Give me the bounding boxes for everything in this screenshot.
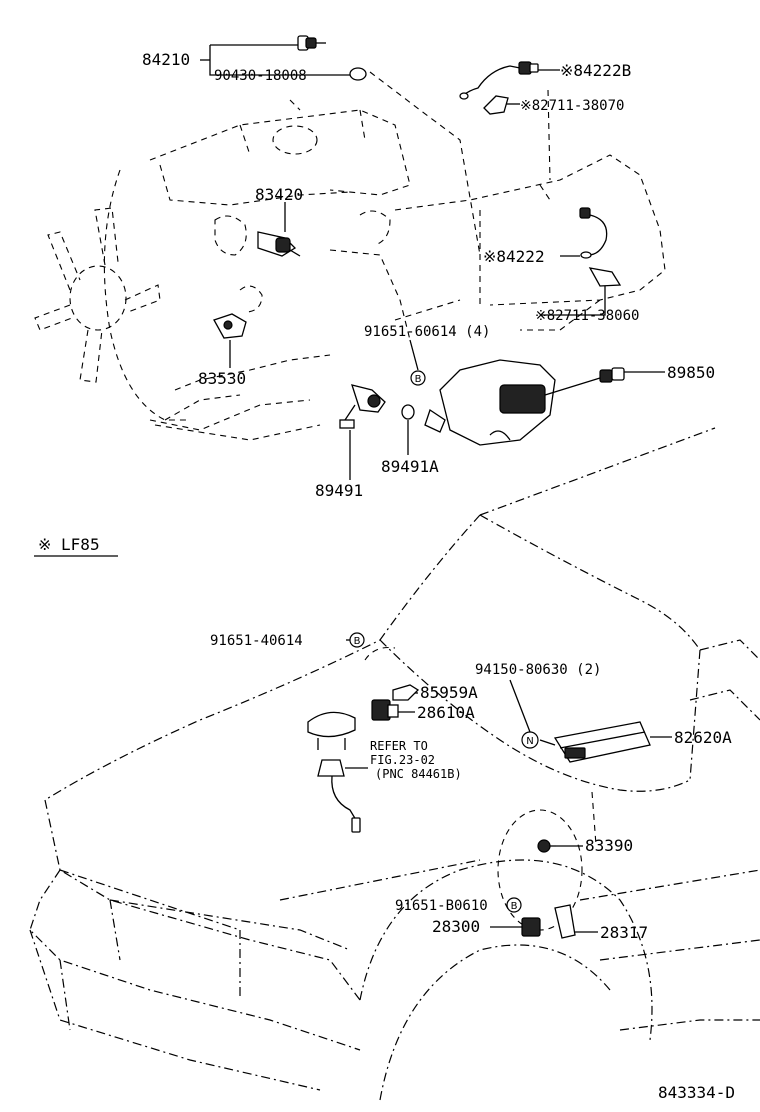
label-91651-60614: 91651-60614 (4) [364, 324, 490, 340]
clamp-82711-38070-icon [483, 95, 509, 115]
label-83420: 83420 [255, 185, 303, 204]
label-89850: 89850 [667, 363, 715, 382]
part-84222B-icon [459, 61, 539, 100]
label-28300: 28300 [432, 917, 480, 936]
bracket-28317-icon [554, 904, 576, 939]
vehicle-body-drawing [29, 427, 760, 1101]
horn-drawing [307, 711, 361, 833]
part-83390-icon [537, 839, 556, 853]
label-91651-40614: 91651-40614 [210, 633, 303, 649]
bolt-badge-91651-B0610: B [506, 897, 522, 913]
label-83530: 83530 [198, 369, 246, 388]
label-83390: 83390 [585, 836, 633, 855]
clamp-82711-38060-icon [588, 267, 622, 287]
oring-89491A-icon [401, 404, 415, 420]
label-90430-18008: 90430-18008 [214, 68, 307, 84]
label-84222B: ※84222B [560, 61, 631, 80]
label-82620A: 82620A [674, 728, 732, 747]
note-lf85: ※ LF85 [38, 535, 100, 554]
engine-assembly-drawing [34, 35, 666, 446]
label-refer-to: REFER TO [370, 739, 428, 753]
fan-icon [34, 207, 161, 383]
label-89491: 89491 [315, 481, 363, 500]
part-84210-icon [297, 35, 326, 51]
nut-badge-94150: N [521, 731, 539, 749]
label-85959A: 85959A [420, 683, 478, 702]
part-83420-icon [257, 231, 301, 257]
diagram-id: 843334-D [658, 1083, 735, 1102]
svg-text:B: B [354, 636, 361, 647]
label-refer-fig: FIG.23-02 [370, 753, 435, 767]
label-89491A: 89491A [381, 457, 439, 476]
label-28610A: 28610A [417, 703, 475, 722]
lower-leader-lines [345, 639, 672, 933]
part-89491-icon [339, 384, 386, 429]
ecu-82620A-drawing [553, 721, 651, 763]
svg-text:N: N [526, 736, 533, 747]
injection-pump-drawing [424, 359, 625, 446]
part-83530-icon [213, 313, 247, 339]
label-28317: 28317 [600, 923, 648, 942]
svg-text:B: B [511, 901, 518, 912]
gasket-90430-icon [349, 67, 367, 81]
label-91651-B0610: 91651-B0610 [395, 898, 488, 914]
bolt-badge-upper: B [410, 370, 426, 386]
part-28300-icon [521, 917, 541, 937]
label-82711-38060: ※82711-38060 [535, 308, 639, 324]
bolt-badge-91651-40614: B [349, 632, 365, 648]
label-84210: 84210 [142, 50, 190, 69]
upper-leader-lines [200, 44, 665, 480]
label-84222: ※84222 [483, 247, 545, 266]
part-84222-icon [579, 207, 608, 259]
label-refer-pnc: (PNC 84461B) [375, 767, 462, 781]
label-82711-38070: ※82711-38070 [520, 98, 624, 114]
svg-text:B: B [415, 374, 422, 385]
relay-28610A-icon [371, 699, 399, 721]
label-94150-80630: 94150-80630 (2) [475, 662, 601, 678]
relay-85959A-icon [392, 684, 420, 701]
